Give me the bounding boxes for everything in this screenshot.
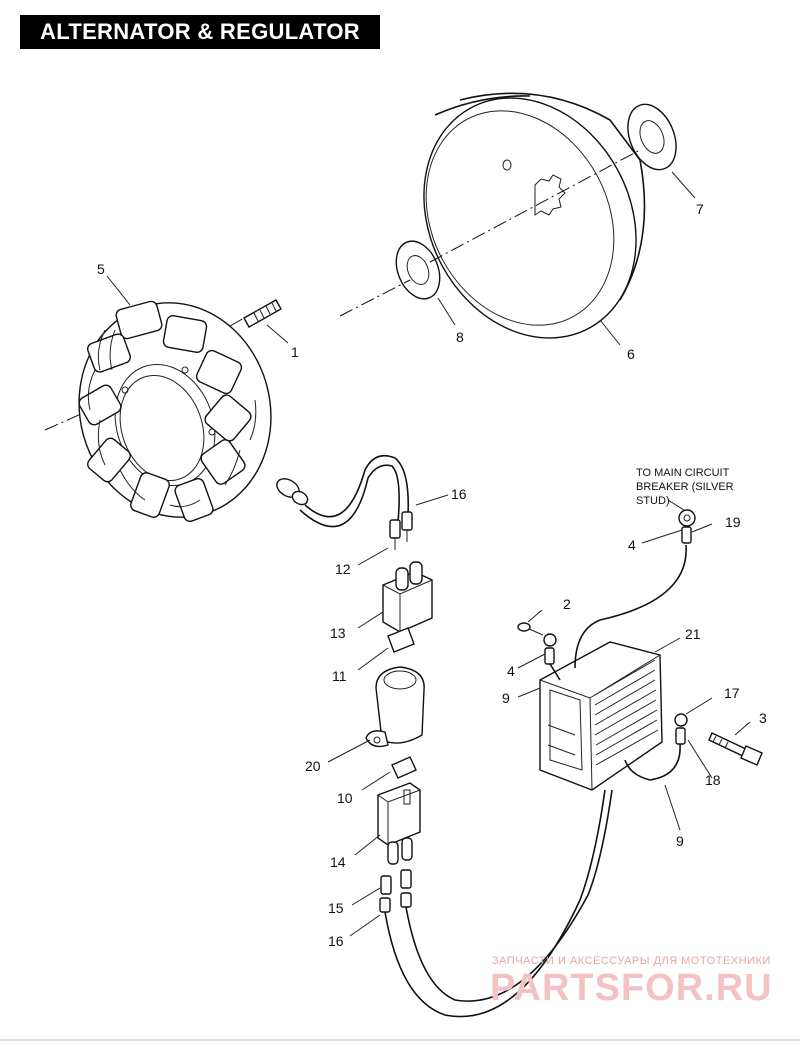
callout-11: 11: [332, 668, 347, 684]
centerline: [429, 149, 641, 263]
callout-13: 13: [330, 625, 346, 641]
callout-12: 12: [335, 561, 351, 577]
callout-17: 17: [724, 685, 740, 701]
regulator-wire: [384, 789, 606, 1018]
stator-wire: [299, 464, 400, 528]
ring-terminal-part-18: [674, 713, 688, 745]
page-title-text: ALTERNATOR & REGULATOR: [40, 19, 360, 44]
callout-20: 20: [305, 758, 321, 774]
centerline: [44, 409, 91, 431]
battery-wire: [574, 544, 687, 669]
stator-part-5: [78, 300, 309, 522]
callout-4: 4: [507, 663, 515, 679]
centerline: [339, 279, 411, 317]
callout-1: 1: [291, 344, 299, 360]
callout-10: 10: [337, 790, 353, 806]
regulator-wire: [405, 789, 613, 1002]
callout-9: 9: [502, 690, 510, 706]
stud-part-1: [229, 299, 282, 328]
bolt-part-3: [708, 732, 763, 766]
watermark-tagline: ЗАПЧАСТИ И АКСЕССУАРЫ ДЛЯ МОТОТЕХНИКИ: [492, 955, 771, 967]
callout-2: 2: [563, 596, 571, 612]
callout-6: 6: [627, 346, 635, 362]
callout-4: 4: [628, 537, 636, 553]
screw-part-2: [517, 622, 544, 636]
terminal-part-16-upper: [389, 511, 413, 550]
callout-19: 19: [725, 514, 741, 530]
callout-21: 21: [685, 626, 701, 642]
callout-3: 3: [759, 710, 767, 726]
page-title: ALTERNATOR & REGULATOR: [20, 15, 380, 49]
note-line-2: BREAKER (SILVER: [636, 481, 734, 493]
callout-18: 18: [705, 772, 721, 788]
watermark-logo: PARTSFOR.RU: [490, 967, 773, 1009]
callout-7: 7: [696, 201, 704, 217]
callout-14: 14: [330, 854, 346, 870]
callout-15: 15: [328, 900, 344, 916]
callout-16: 16: [328, 933, 344, 949]
lock-part-10: [391, 756, 417, 779]
regulator-part-21: [539, 641, 663, 791]
callout-16: 16: [451, 486, 467, 502]
lock-part-11: [387, 627, 415, 653]
ground-wire: [624, 743, 681, 781]
callout-8: 8: [456, 329, 464, 345]
rotor-part-6: [423, 92, 646, 339]
connector-housing-part-13: [382, 561, 433, 633]
terminal-part-15: [379, 869, 412, 913]
note-line-1: TO MAIN CIRCUIT: [636, 467, 730, 479]
ring-terminal-part-9-upper: [543, 633, 561, 681]
washer-part-7: [627, 103, 677, 171]
callout-5: 5: [97, 261, 105, 277]
boot-part-20: [365, 666, 425, 748]
connector-part-14: [377, 782, 421, 865]
callout-9: 9: [676, 833, 684, 849]
stator-wire: [304, 454, 410, 518]
washer-part-8: [395, 240, 441, 300]
ring-terminal-part-19: [678, 509, 696, 544]
note-line-3: STUD): [636, 495, 670, 507]
leader-lines: [106, 171, 751, 937]
